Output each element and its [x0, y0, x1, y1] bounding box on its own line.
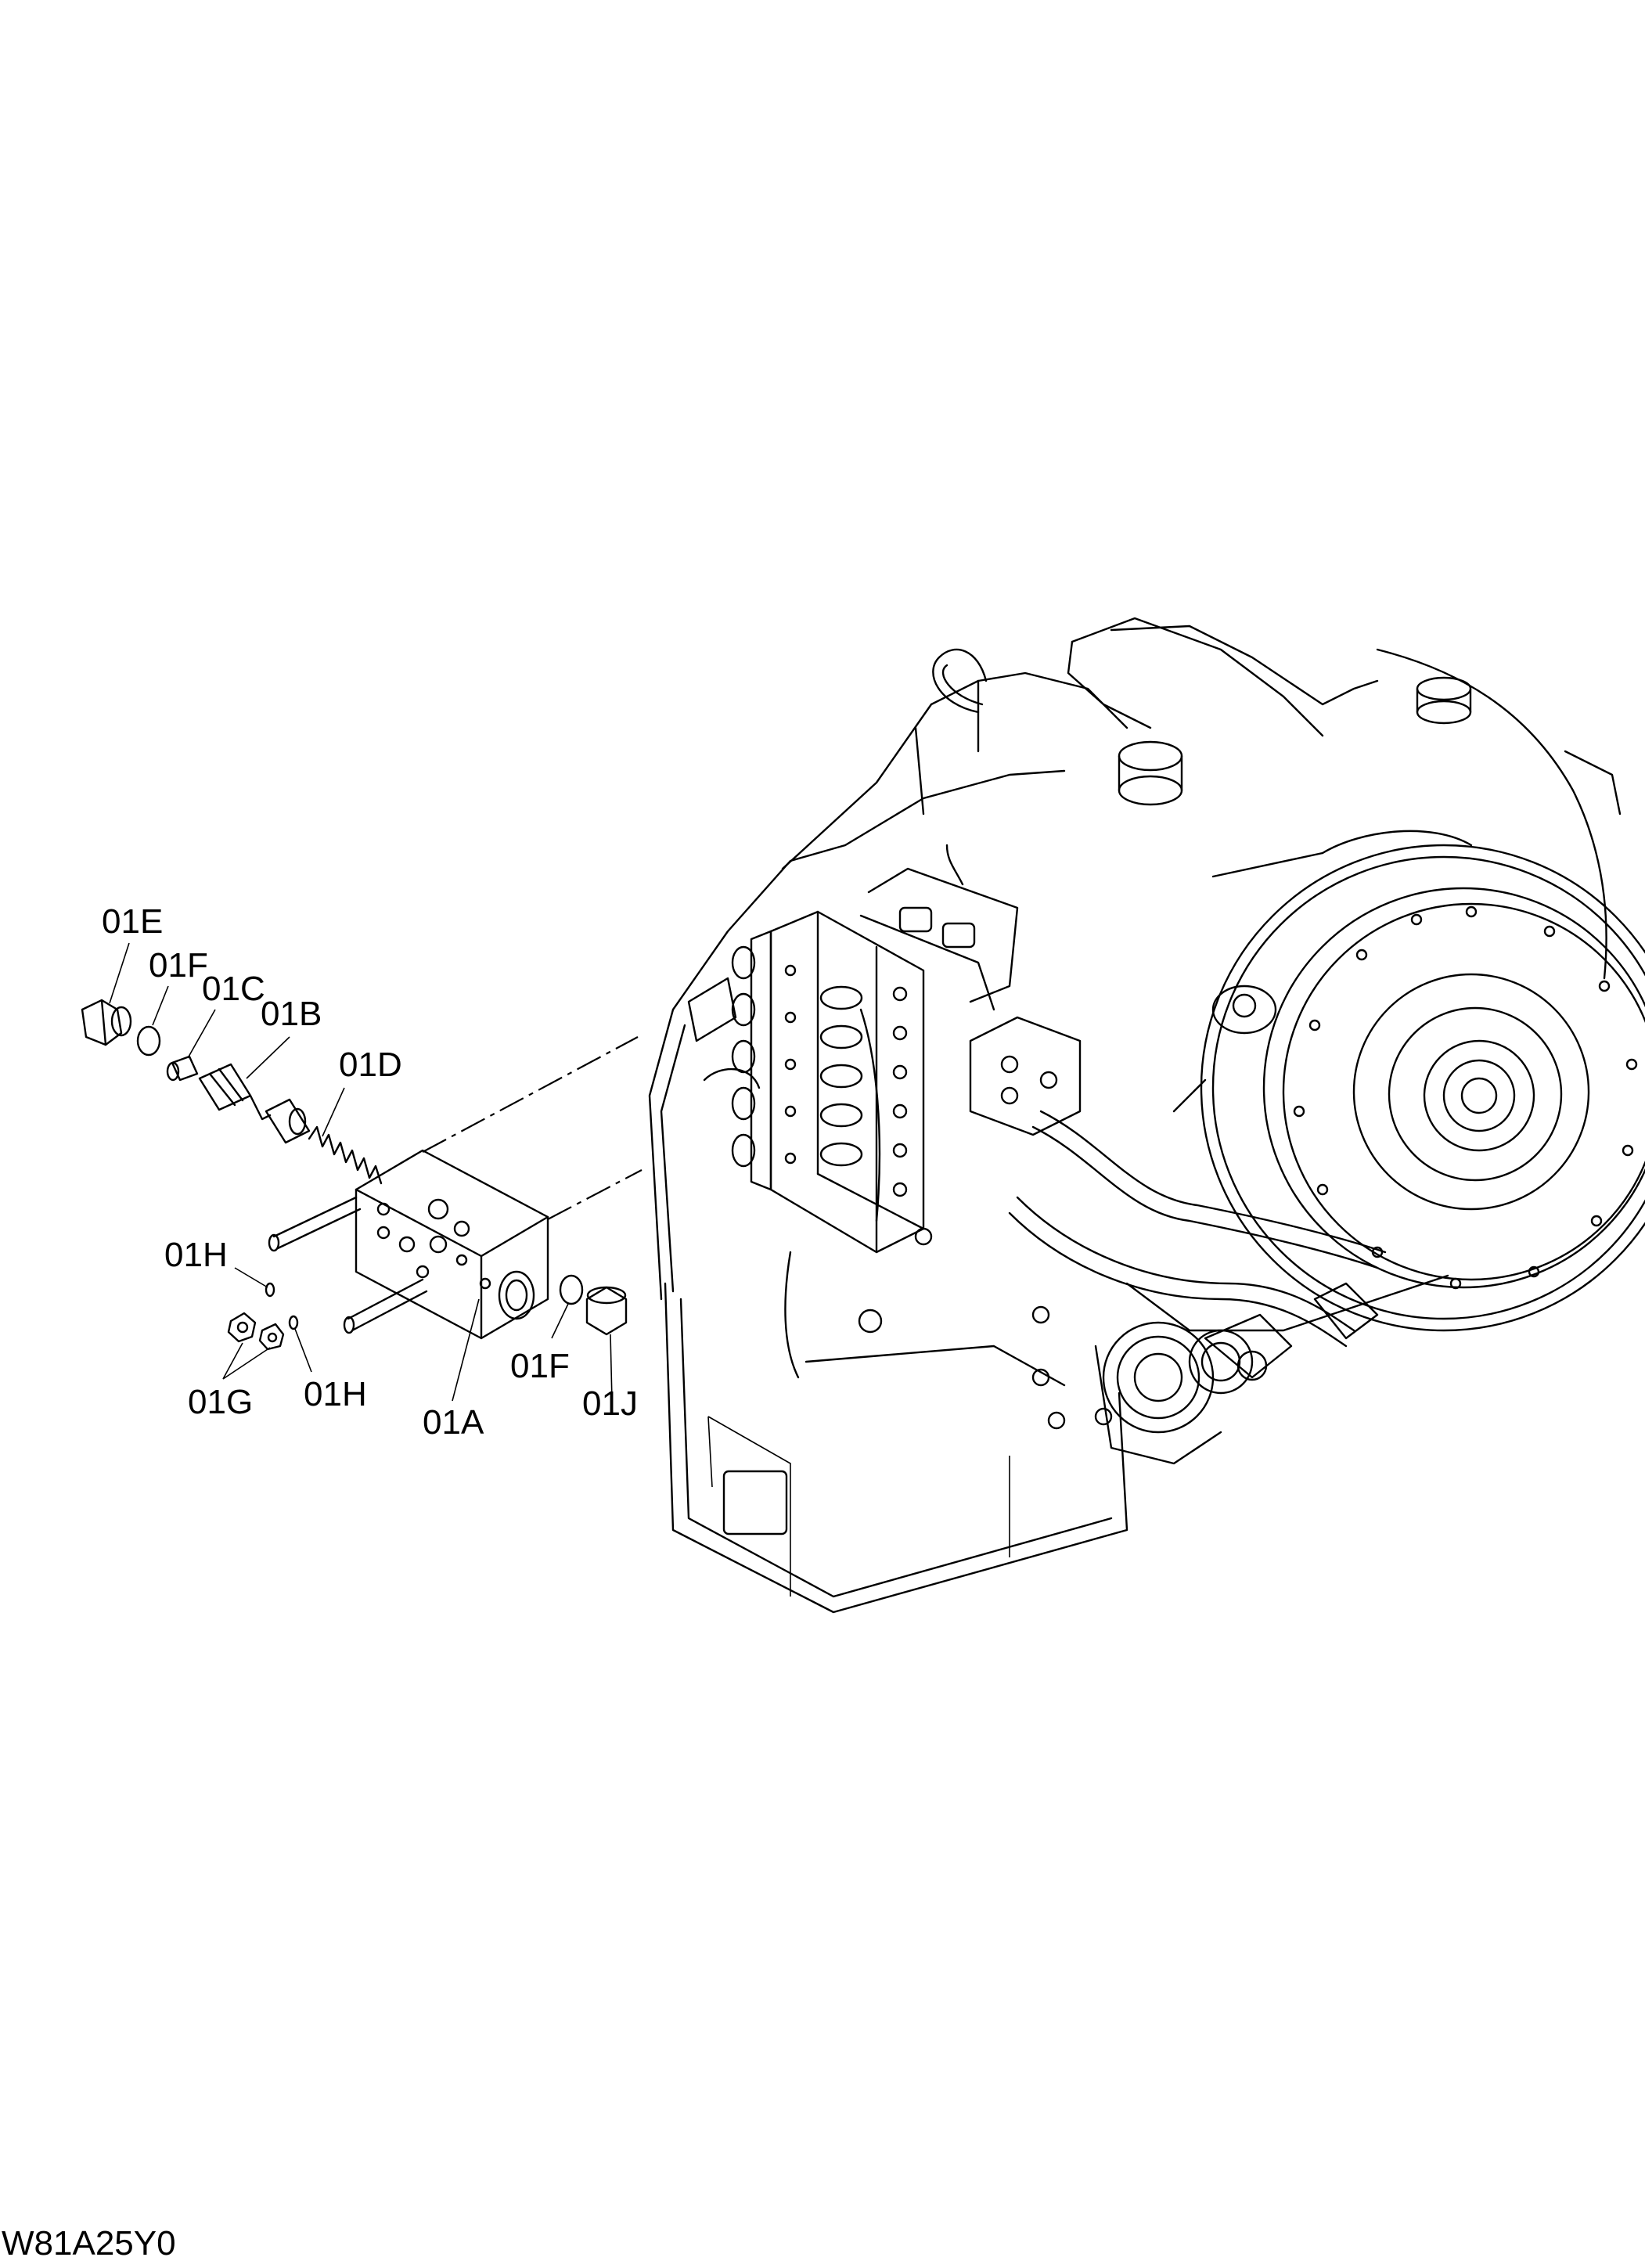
- part-labels: 01E 01F 01C 01B 01D 01H 01G 01H 01A 01F …: [102, 902, 638, 1442]
- plug-01j: [585, 1286, 628, 1336]
- label-01a: 01A: [423, 1403, 484, 1442]
- sleeve-01c: [166, 1055, 199, 1082]
- leader-lines: [109, 942, 613, 1402]
- plug-01e: [81, 999, 132, 1046]
- plug-01g-a: [227, 1312, 257, 1343]
- assembly-lines: [422, 1036, 643, 1220]
- valve-housing-01a: [355, 1149, 549, 1340]
- label-01f-bottom: 01F: [510, 1347, 570, 1385]
- bolt-lower: [343, 1278, 428, 1334]
- label-01c: 01C: [202, 970, 265, 1008]
- oring-01h-upper: [265, 1282, 275, 1298]
- oring-01f-top: [136, 1025, 161, 1057]
- label-01b: 01B: [261, 995, 322, 1033]
- label-01d: 01D: [339, 1046, 402, 1084]
- transmission-assembly: [648, 617, 1645, 1614]
- label-01j: 01J: [582, 1384, 638, 1423]
- oring-01f-bottom: [559, 1274, 584, 1305]
- figure-code: W81A25Y0: [2, 2224, 176, 2263]
- bolt-upper: [268, 1196, 362, 1252]
- valve-block-solenoids: [731, 945, 908, 1197]
- label-01e: 01E: [102, 902, 163, 941]
- bolt-circle: [1293, 905, 1638, 1290]
- oring-01h-lower: [288, 1315, 299, 1330]
- spool-01b: [198, 1063, 311, 1144]
- exploded-parts: [81, 999, 628, 1351]
- label-01h-bottom: 01H: [304, 1375, 367, 1413]
- label-01f-top: 01F: [149, 946, 208, 985]
- plug-01g-b: [258, 1323, 285, 1351]
- label-01g: 01G: [188, 1383, 253, 1421]
- spring-01d: [308, 1125, 383, 1185]
- label-01h-left: 01H: [164, 1236, 228, 1274]
